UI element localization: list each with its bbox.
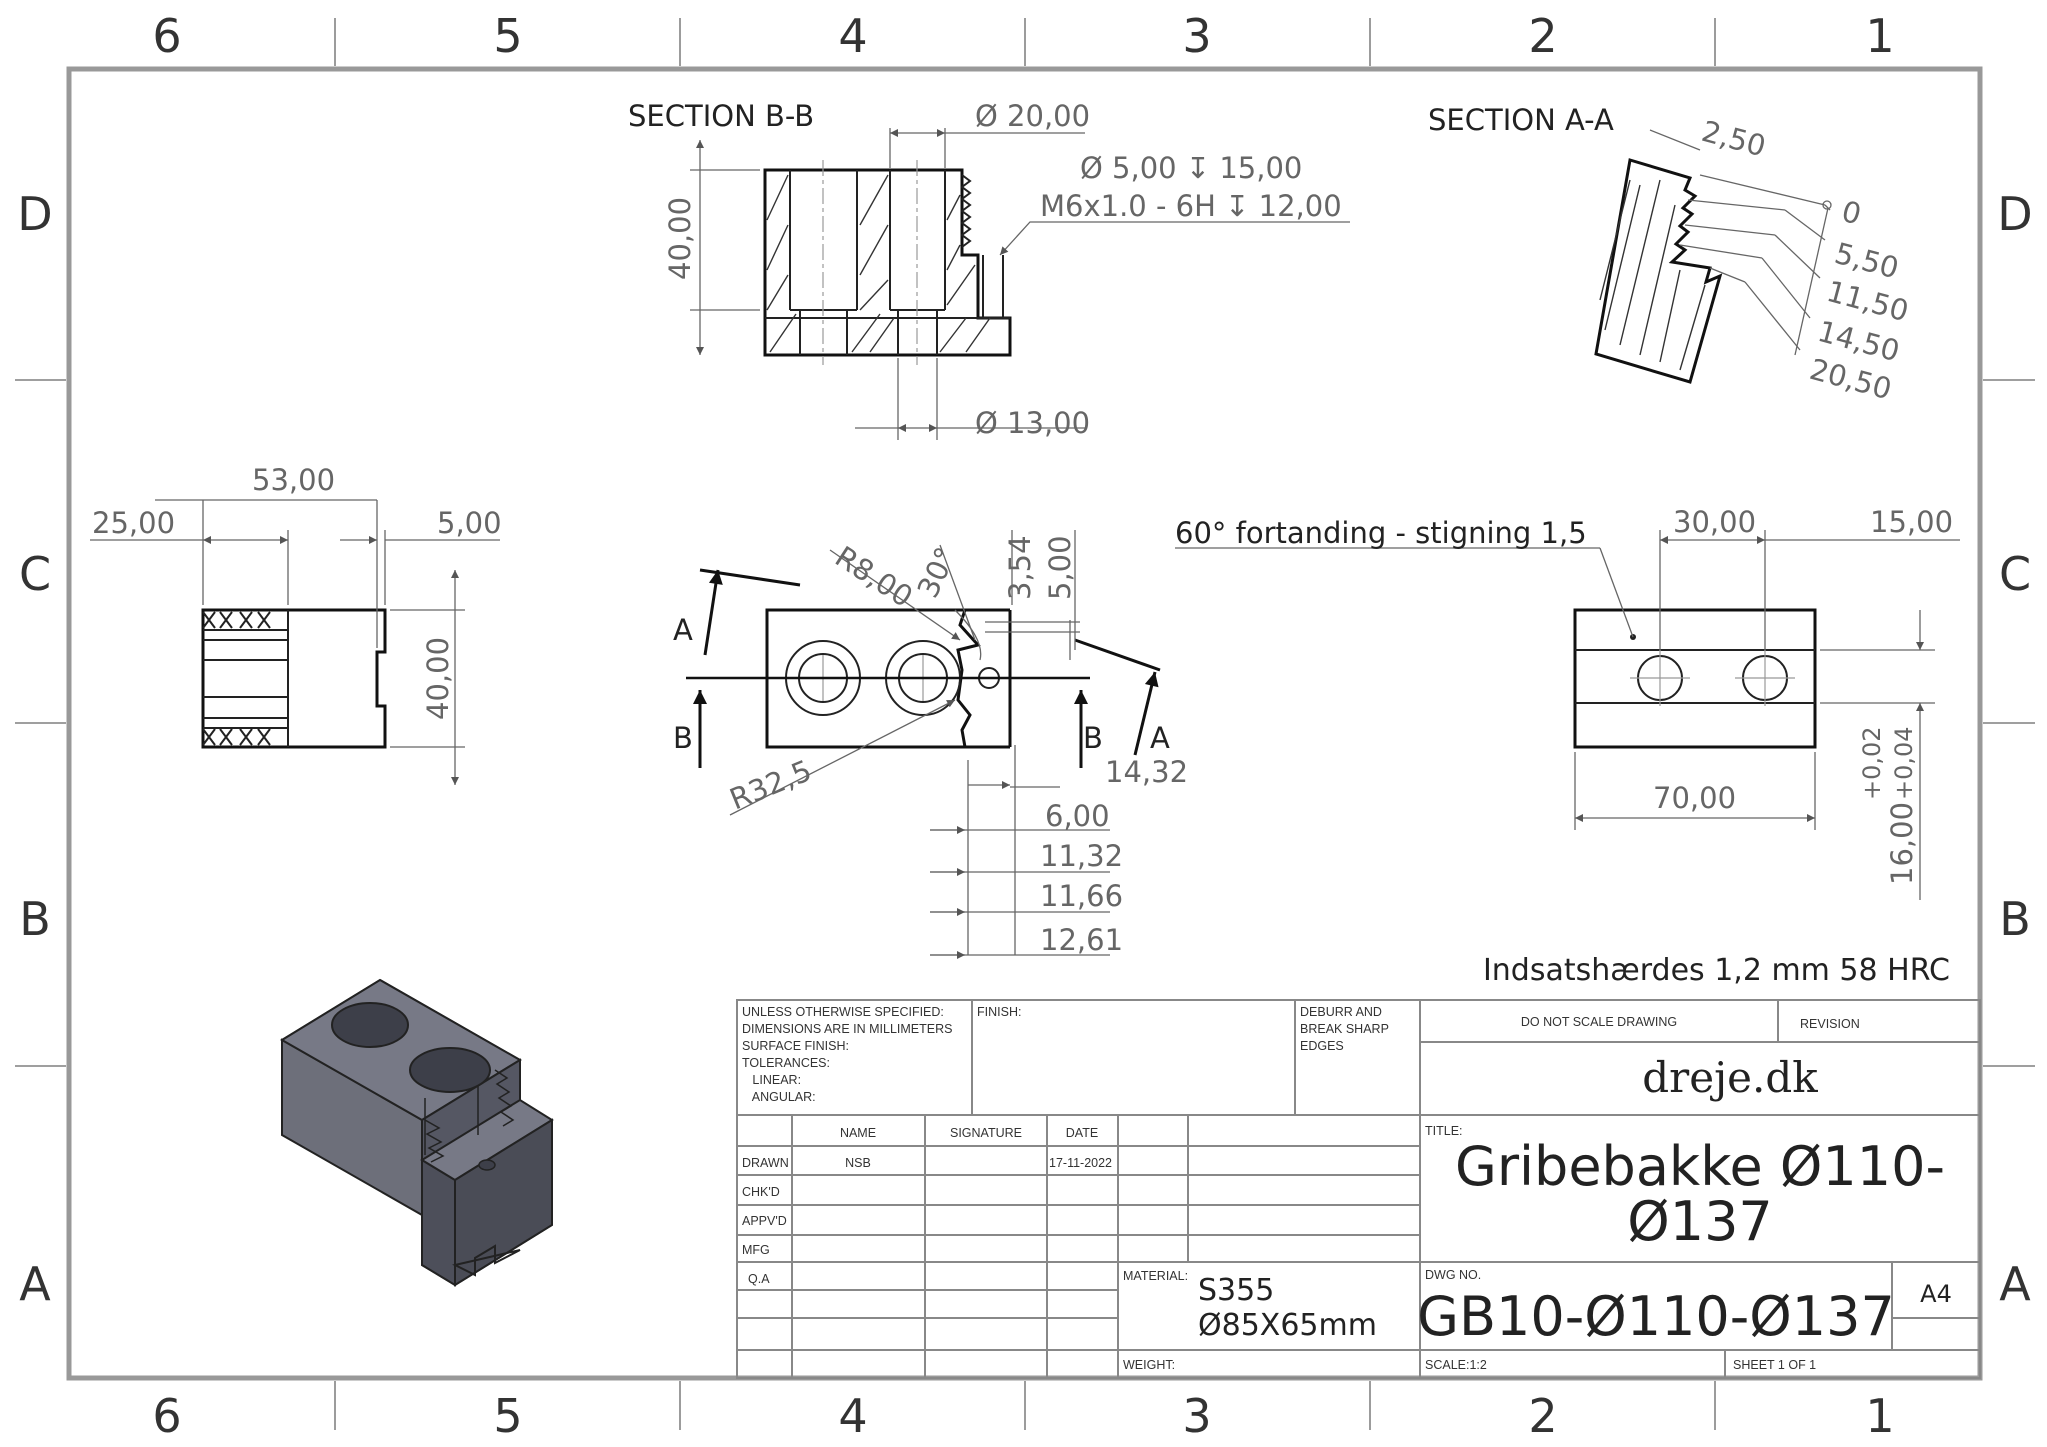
tb-unless-2: SURFACE FINISH:	[742, 1039, 849, 1053]
tb-col-date: DATE	[1066, 1126, 1098, 1140]
tb-dwg-no: GB10-Ø110-Ø137	[1417, 1285, 1895, 1348]
zone-col-label: 5	[493, 9, 522, 63]
tb-col-signature: SIGNATURE	[950, 1126, 1022, 1140]
dim-pitch-2-50: 2,50	[1698, 114, 1769, 164]
tb-material-label: MATERIAL:	[1123, 1269, 1188, 1283]
tb-weight-label: WEIGHT:	[1123, 1358, 1175, 1372]
dim-11-32: 11,32	[1040, 839, 1123, 873]
dim-height-40: 40,00	[663, 197, 697, 280]
zone-row-label: A	[1999, 1257, 2031, 1311]
dim-16: 16,00	[1885, 802, 1919, 885]
tb-scale: SCALE:1:2	[1425, 1358, 1487, 1372]
dim-dia-20: Ø 20,00	[975, 99, 1090, 133]
tb-unless-0: UNLESS OTHERWISE SPECIFIED:	[742, 1005, 944, 1019]
tb-deburr-2: EDGES	[1300, 1039, 1344, 1053]
zone-row-label: B	[19, 892, 51, 946]
dim-hole-note-2: M6x1.0 - 6H ↧ 12,00	[1040, 189, 1342, 223]
dim-53: 53,00	[252, 463, 335, 497]
zone-col-label: 3	[1182, 1389, 1211, 1443]
zone-row-label: D	[17, 187, 52, 241]
zone-col-label: 3	[1182, 9, 1211, 63]
title-block: UNLESS OTHERWISE SPECIFIED: DIMENSIONS A…	[736, 999, 1981, 1379]
isometric-view	[280, 978, 554, 1287]
dim-tol-lower: +0,02	[1858, 726, 1886, 800]
zone-row-label: B	[1999, 892, 2031, 946]
zone-col-label: 2	[1528, 1389, 1557, 1443]
dim-r8: R8,00	[829, 539, 919, 614]
tb-finish-label: FINISH:	[977, 1005, 1021, 1019]
tb-drawn-date: 17-11-2022	[1049, 1156, 1112, 1170]
dim-hole-note-1: Ø 5,00 ↧ 15,00	[1080, 151, 1302, 185]
tb-do-not-scale: DO NOT SCALE DRAWING	[1521, 1015, 1677, 1029]
dim-dia-13: Ø 13,00	[975, 406, 1090, 440]
tb-row-chkd: CHK'D	[742, 1185, 780, 1199]
dim-15: 15,00	[1870, 505, 1953, 539]
tb-unless-4: LINEAR:	[742, 1073, 801, 1087]
tb-row-drawn: DRAWN	[742, 1156, 789, 1170]
tb-title-line2: Ø137	[1627, 1190, 1773, 1253]
tb-col-name: NAME	[840, 1126, 876, 1140]
tb-company: dreje.dk	[1642, 1053, 1818, 1102]
tb-row-apprd: APPV'D	[742, 1214, 787, 1228]
tb-size: A4	[1920, 1280, 1952, 1308]
zone-col-label: 4	[838, 1389, 867, 1443]
tb-unless-5: ANGULAR:	[742, 1090, 816, 1104]
zone-row-label: D	[1997, 187, 2032, 241]
dim-5: 5,00	[437, 506, 502, 540]
dim-5-00: 5,00	[1043, 535, 1077, 600]
section-a-a-title: SECTION A-A	[1428, 103, 1614, 137]
dim-30: 30,00	[1673, 505, 1756, 539]
tb-material-1: S355	[1198, 1273, 1274, 1308]
tb-unless-3: TOLERANCES:	[742, 1056, 830, 1070]
tb-drawn-name: NSB	[845, 1156, 871, 1170]
tb-revision-label: REVISION	[1800, 1017, 1860, 1031]
zone-col-label: 6	[152, 9, 181, 63]
dim-3-54: 3,54	[1003, 535, 1037, 600]
dim-angle-30: 30°	[911, 542, 964, 603]
zone-col-label: 1	[1865, 1389, 1894, 1443]
tb-deburr-0: DEBURR AND	[1300, 1005, 1382, 1019]
zone-labels: 6 5 4 3 2 1 6 5 4 3 2 1 D C B A D C B A	[17, 9, 2032, 1443]
tb-dwg-label: DWG NO.	[1425, 1268, 1481, 1282]
dim-tol-upper: +0,04	[1890, 726, 1918, 800]
dim-12-61: 12,61	[1040, 923, 1123, 957]
section-a-a-view: SECTION A-A 2,50 0 5,50 11,50 14,50 20,5…	[1428, 103, 1912, 406]
zone-col-label: 1	[1865, 9, 1894, 63]
tb-deburr-1: BREAK SHARP	[1300, 1022, 1389, 1036]
dim-r32-5: R32,5	[725, 753, 816, 816]
dim-height-40-left: 40,00	[421, 637, 455, 720]
dim-6-00: 6,00	[1045, 799, 1110, 833]
dim-25: 25,00	[92, 506, 175, 540]
zone-row-label: C	[1999, 547, 2031, 601]
section-mark-b-left: B	[673, 721, 693, 755]
tb-material-2: Ø85X65mm	[1198, 1308, 1377, 1343]
left-side-view: 53,00 25,00 5,00 40,00	[90, 463, 502, 785]
tb-unless-1: DIMENSIONS ARE IN MILLIMETERS	[742, 1022, 952, 1036]
dim-ordinate-0: 0	[1838, 194, 1865, 232]
section-mark-b-right: B	[1083, 721, 1103, 755]
section-b-b-view: SECTION B-B	[628, 99, 1350, 440]
zone-col-label: 6	[152, 1389, 181, 1443]
zone-col-label: 2	[1528, 9, 1557, 63]
zone-row-label: A	[19, 1257, 51, 1311]
top-view: A B B A R8,00 30° 3,54 5,00 R32,	[673, 530, 1188, 959]
section-mark-a-left: A	[673, 613, 693, 647]
tb-row-qa: Q.A	[748, 1272, 770, 1286]
dim-70: 70,00	[1653, 781, 1736, 815]
zone-row-label: C	[19, 547, 51, 601]
tb-sheet: SHEET 1 OF 1	[1733, 1358, 1816, 1372]
zone-col-label: 4	[838, 9, 867, 63]
section-b-b-title: SECTION B-B	[628, 99, 814, 133]
tb-title-line1: Gribebakke Ø110-	[1455, 1135, 1945, 1198]
dim-14-32: 14,32	[1105, 755, 1188, 789]
tb-title-label: TITLE:	[1425, 1124, 1463, 1138]
front-view: 60° fortanding - stigning 1,5 30,00 15,0…	[1175, 505, 1960, 900]
tb-row-mfg: MFG	[742, 1243, 770, 1257]
dim-11-66: 11,66	[1040, 879, 1123, 913]
hardening-note: Indsatshærdes 1,2 mm 58 HRC	[1483, 953, 1950, 988]
section-mark-a-right: A	[1150, 721, 1170, 755]
note-tooth-pitch: 60° fortanding - stigning 1,5	[1175, 516, 1587, 550]
zone-col-label: 5	[493, 1389, 522, 1443]
